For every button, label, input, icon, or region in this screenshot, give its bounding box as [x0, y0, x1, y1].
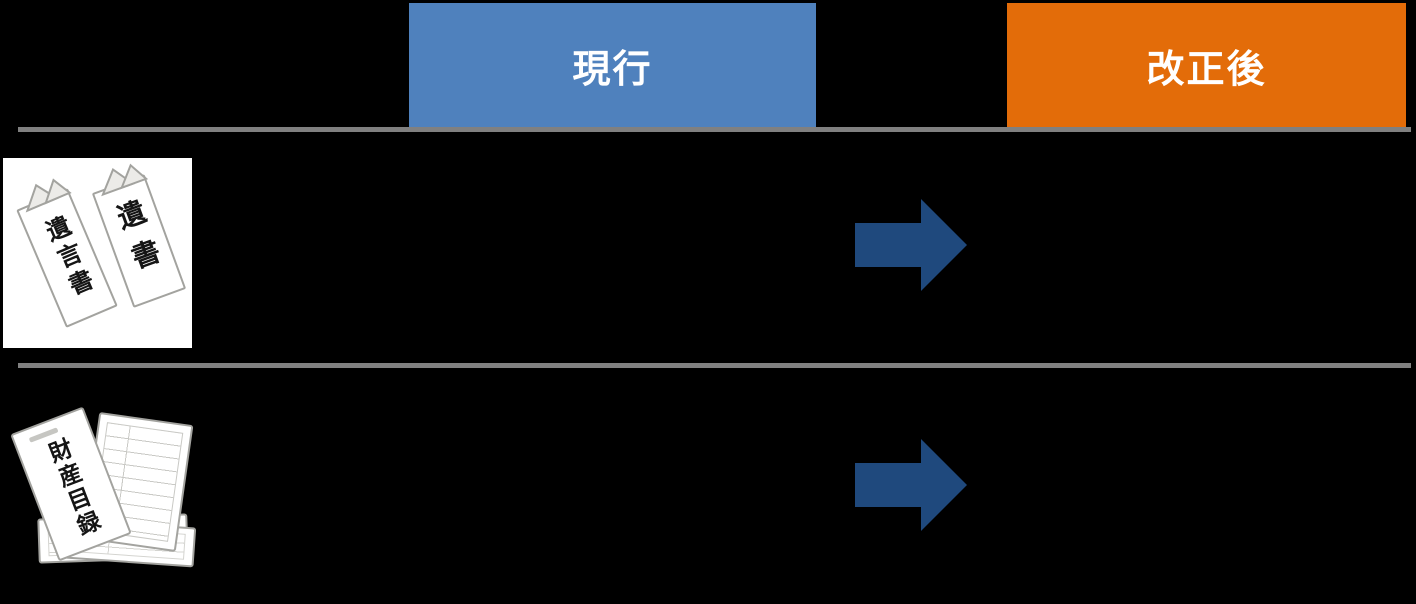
right-arrow-shape	[855, 199, 967, 291]
will-documents-illustration: 遺言書 遺書	[3, 158, 192, 348]
property-inventory-illustration: 財産目録	[10, 398, 210, 568]
right-arrow-icon	[855, 199, 967, 291]
header-current-label: 現行	[572, 48, 653, 91]
divider-top	[18, 127, 1411, 132]
divider-middle	[18, 363, 1411, 368]
header-current: 現行	[409, 3, 816, 127]
inventory-cover-label: 財産目録	[42, 435, 105, 542]
right-arrow-shape	[855, 439, 967, 531]
will-paper-label: 遺言書	[38, 212, 97, 304]
will-paper: 遺言書	[16, 178, 118, 328]
header-revised-label: 改正後	[1146, 48, 1267, 91]
folded-paper-icon	[25, 178, 72, 213]
header-revised: 改正後	[1007, 3, 1406, 127]
will-paper-label: 遺書	[110, 196, 169, 286]
right-arrow-icon	[855, 439, 967, 531]
will-paper: 遺書	[91, 163, 187, 308]
folded-paper-icon	[101, 163, 149, 197]
